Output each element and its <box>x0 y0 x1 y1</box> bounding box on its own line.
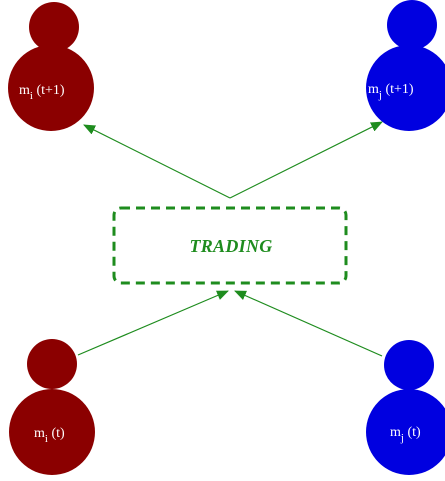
trading-box: TRADING <box>112 206 348 285</box>
agent-j-now-head <box>384 340 434 390</box>
arrow-trading-to-i-next <box>83 124 231 199</box>
arrow-j-now-to-trading <box>234 290 383 357</box>
arrow-trading-to-j-next <box>229 121 383 199</box>
arrow-i-now-to-trading <box>77 290 229 356</box>
agent-i-next-head <box>29 2 79 52</box>
agent-i-now-body <box>9 389 95 475</box>
agent-i-next-label: mi (t+1) <box>19 83 65 102</box>
agent-j-next-head <box>387 0 437 50</box>
agent-j-now-label: mj (t) <box>390 425 421 444</box>
agent-j-now-body <box>366 389 445 475</box>
trading-label: TRADING <box>189 236 272 256</box>
agent-i-now-label: mi (t) <box>34 426 65 445</box>
agent-i-next-body <box>8 45 94 131</box>
agent-j-next-label: mj (t+1) <box>368 82 414 101</box>
agent-j-next: mj (t+1) <box>366 0 445 131</box>
agent-j-now: mj (t) <box>366 340 445 475</box>
agent-i-now-head <box>27 339 77 389</box>
agent-j-next-body <box>366 45 445 131</box>
agent-i-next: mi (t+1) <box>8 2 94 131</box>
agent-i-now: mi (t) <box>9 339 95 475</box>
